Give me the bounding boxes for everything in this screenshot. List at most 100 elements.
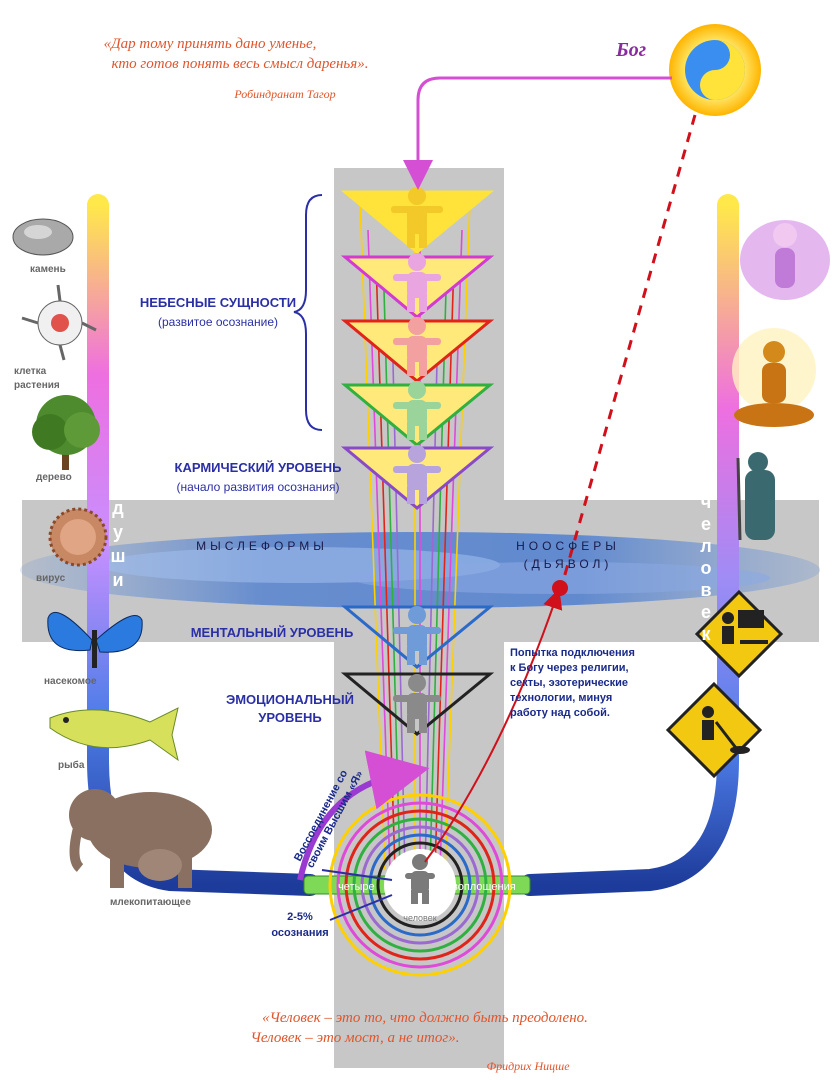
svg-text:а: а bbox=[701, 646, 712, 666]
human-caption: человек bbox=[403, 913, 436, 923]
svg-text:Э: Э bbox=[700, 282, 713, 302]
angel-icon bbox=[740, 220, 830, 300]
stone-icon bbox=[12, 218, 74, 256]
svg-text:л: л bbox=[112, 354, 123, 374]
svg-text:л: л bbox=[700, 536, 711, 556]
svg-text:ю: ю bbox=[698, 378, 713, 398]
quote-bottom-line1: «Человек – это то, что должно быть преод… bbox=[262, 1010, 588, 1026]
svg-text:ц: ц bbox=[112, 402, 123, 422]
caption-mammal: млекопитающее bbox=[110, 897, 191, 908]
quote-top-author: Робиндранат Тагор bbox=[233, 87, 335, 101]
svg-text:д: д bbox=[112, 498, 124, 518]
awareness-percent: 2-5% bbox=[287, 911, 313, 923]
figure-2 bbox=[393, 253, 441, 312]
god-connector bbox=[403, 76, 672, 190]
quote-top-line2: кто готов понять весь смысл даренья». bbox=[112, 56, 369, 72]
tree-icon bbox=[32, 395, 100, 470]
awareness-label: осознания bbox=[271, 927, 328, 939]
figure-emotional bbox=[393, 674, 441, 733]
bar-label-right: воплощения bbox=[452, 881, 516, 893]
right-illustrations bbox=[665, 220, 830, 779]
svg-text:в: в bbox=[700, 306, 711, 326]
svg-text:в: в bbox=[112, 306, 123, 326]
svg-text:к Богу через религии,: к Богу через религии, bbox=[510, 662, 629, 674]
svg-text:Попытка подключения: Попытка подключения bbox=[510, 647, 635, 659]
god-label: Бог bbox=[615, 39, 646, 61]
pointer-line bbox=[321, 869, 393, 881]
svg-text:и: и bbox=[112, 426, 123, 446]
human-figures bbox=[391, 187, 443, 733]
svg-text:е: е bbox=[701, 514, 711, 534]
figure-mental bbox=[393, 606, 441, 665]
evolution-human-label: Э в о л ю ц и я ч е л о в е к а bbox=[698, 282, 713, 666]
svg-text:е: е bbox=[701, 602, 711, 622]
evolution-soul-label: Э в о л ю ц и я д у ш и bbox=[110, 282, 125, 590]
left-illustrations bbox=[12, 218, 212, 888]
virus-icon bbox=[48, 507, 108, 567]
red-arrow bbox=[424, 588, 563, 863]
svg-text:работу над собой.: работу над собой. bbox=[510, 707, 610, 719]
svg-text:технологии, минуя: технологии, минуя bbox=[510, 692, 612, 704]
worker-digging-sign-icon bbox=[665, 681, 763, 779]
svg-text:в: в bbox=[700, 580, 711, 600]
emotional-label-2: УРОВЕНЬ bbox=[258, 710, 322, 725]
figure-top bbox=[391, 187, 443, 248]
svg-text:я: я bbox=[112, 450, 124, 470]
karmic-sub: (начало развития осознания) bbox=[177, 480, 340, 494]
svg-text:ю: ю bbox=[110, 378, 125, 398]
svg-text:о: о bbox=[113, 330, 124, 350]
svg-text:и: и bbox=[112, 570, 123, 590]
noosphere-dot bbox=[552, 580, 568, 596]
bar-label-left: четыре bbox=[338, 881, 375, 893]
svg-text:я: я bbox=[700, 450, 712, 470]
thoughtforms-label: МЫСЛЕФОРМЫ bbox=[196, 539, 328, 553]
svg-text:о: о bbox=[701, 558, 712, 578]
devil-label: (ДЬЯВОЛ) bbox=[524, 557, 613, 571]
worker-desk-sign-icon bbox=[694, 589, 784, 679]
human-center-figure bbox=[405, 854, 435, 904]
reunion-arrow bbox=[297, 750, 430, 881]
figure-5 bbox=[393, 445, 441, 504]
caption-tree: дерево bbox=[36, 472, 72, 483]
emotional-label-1: ЭМОЦИОНАЛЬНЫЙ bbox=[226, 692, 354, 707]
heavenly-label: НЕБЕСНЫЕ СУЩНОСТИ bbox=[140, 295, 296, 310]
noosphere-label: НООСФЕРЫ bbox=[516, 539, 620, 553]
svg-text:у: у bbox=[113, 522, 123, 542]
caption-fish: рыба bbox=[58, 759, 85, 771]
elephant-icon bbox=[69, 789, 212, 888]
quote-bottom-author: Фридрих Ницше bbox=[486, 1059, 570, 1073]
figure-3 bbox=[393, 317, 441, 376]
caption-plants: растения bbox=[14, 380, 60, 391]
attempt-note: Попытка подключения к Богу через религии… bbox=[510, 647, 635, 719]
cell-icon bbox=[21, 284, 97, 361]
right-evolution-tube bbox=[519, 194, 739, 896]
pointer-line bbox=[329, 894, 393, 921]
caption-stone: камень bbox=[30, 264, 66, 275]
svg-text:о: о bbox=[701, 330, 712, 350]
caption-insect: насекомое bbox=[44, 676, 97, 687]
meditating-figure-icon bbox=[732, 328, 816, 427]
svg-text:секты, эзотерические: секты, эзотерические bbox=[510, 677, 628, 689]
svg-text:к: к bbox=[701, 624, 711, 644]
fish-icon bbox=[49, 707, 179, 762]
hermit-icon bbox=[736, 452, 775, 541]
mental-label: МЕНТАЛЬНЫЙ УРОВЕНЬ bbox=[191, 625, 354, 640]
svg-text:ц: ц bbox=[700, 402, 711, 422]
heavenly-bracket bbox=[293, 194, 323, 431]
quote-bottom-line2: Человек – это мост, а не итог». bbox=[251, 1030, 460, 1046]
butterfly-icon bbox=[47, 611, 143, 668]
svg-text:ч: ч bbox=[701, 492, 711, 512]
caption-cell: клетка bbox=[14, 366, 47, 377]
dashed-red-line bbox=[560, 114, 697, 586]
svg-text:ш: ш bbox=[110, 546, 125, 566]
figure-4 bbox=[393, 381, 441, 440]
svg-text:и: и bbox=[700, 426, 711, 446]
caption-virus: вирус bbox=[36, 573, 66, 584]
quote-top-line1: «Дар тому принять дано уменье, bbox=[104, 36, 317, 52]
heavenly-sub: (развитое осознание) bbox=[158, 315, 278, 329]
svg-text:л: л bbox=[700, 354, 711, 374]
svg-text:Э: Э bbox=[112, 282, 125, 302]
god-symbol bbox=[669, 24, 761, 116]
karmic-label: КАРМИЧЕСКИЙ УРОВЕНЬ bbox=[175, 460, 342, 475]
